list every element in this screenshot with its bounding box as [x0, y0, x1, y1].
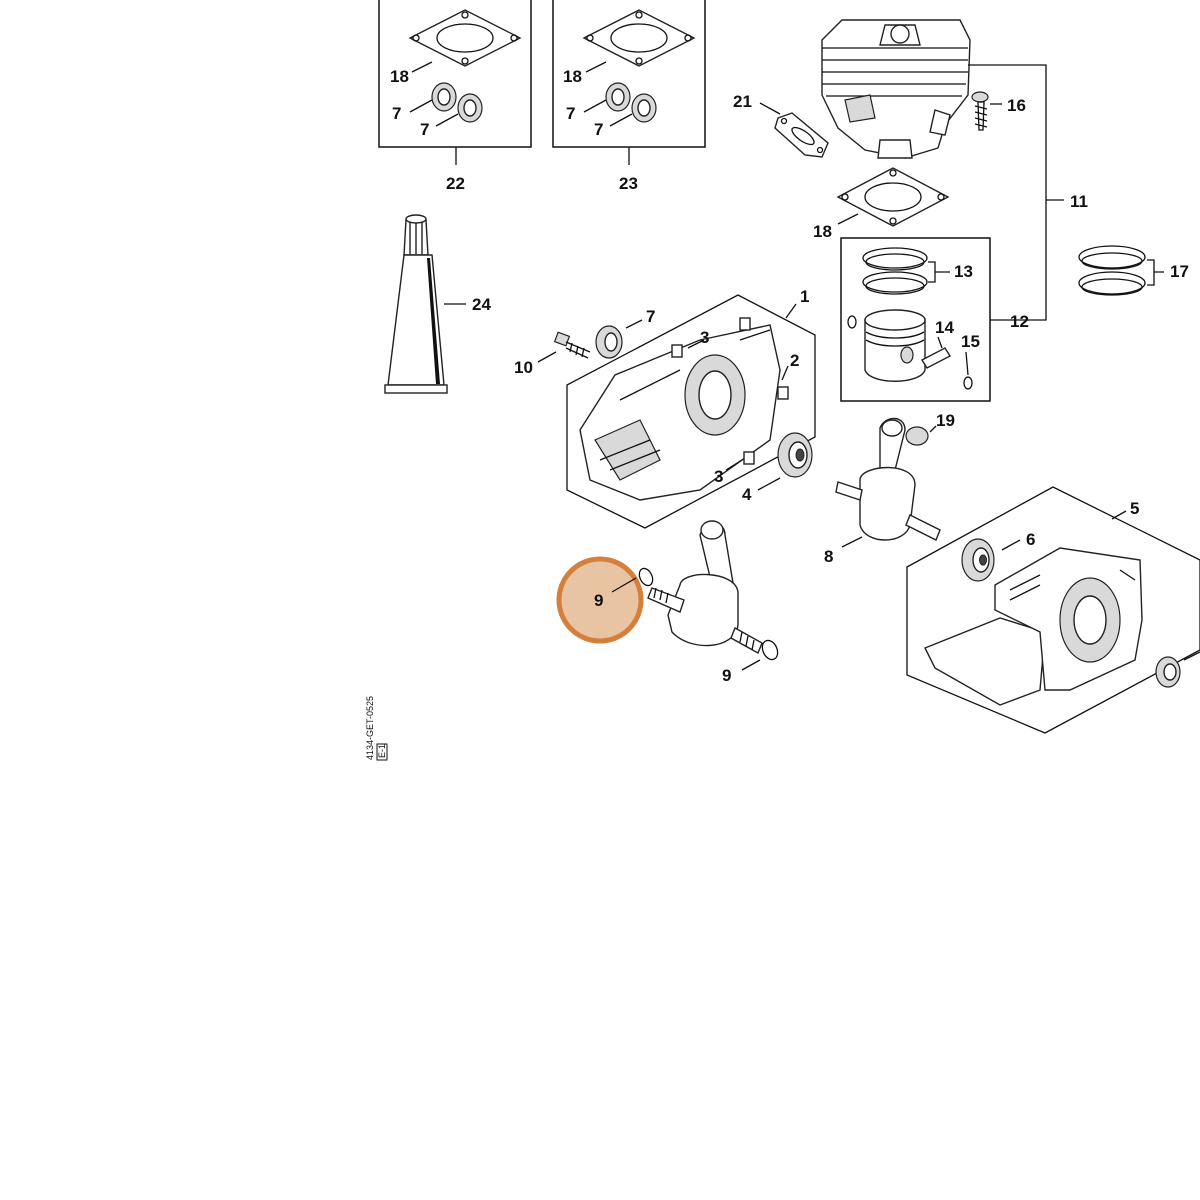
- seal-7-right-edge: [1155, 651, 1200, 688]
- callout-19: 19: [936, 411, 955, 430]
- callout-4: 4: [742, 485, 752, 504]
- callout-15: 15: [961, 332, 980, 351]
- callout-22: 22: [446, 174, 465, 193]
- piston-box-12: [840, 237, 991, 402]
- callout-24: 24: [472, 295, 491, 314]
- retaining-ring-9-lower: [761, 639, 779, 661]
- bearing-6: [961, 538, 1021, 582]
- screw-16: [971, 91, 1002, 131]
- callout-7-kit23-a: 7: [566, 104, 575, 123]
- callout-8: 8: [824, 547, 833, 566]
- kit-box-22: [378, 0, 532, 165]
- piston-14: [864, 319, 926, 382]
- cylinder-assembly: [821, 19, 971, 159]
- seal-7-crankcase: [595, 319, 643, 359]
- callout-21: 21: [733, 92, 752, 111]
- gasket-18-cylinder: [836, 167, 950, 227]
- bearing-4: [757, 432, 813, 491]
- kit-box-23: [552, 0, 706, 165]
- callout-7-kit22-b: 7: [420, 120, 429, 139]
- callout-13: 13: [954, 262, 973, 281]
- callout-6: 6: [1026, 530, 1035, 549]
- gasket-21: [759, 102, 829, 158]
- callout-9-lower: 9: [722, 666, 731, 685]
- callout-11: 11: [1070, 192, 1088, 211]
- callout-10: 10: [514, 358, 533, 377]
- highlighted-callout-9[interactable]: 9: [556, 556, 644, 644]
- callout-18-kit23: 18: [563, 67, 582, 86]
- callout-7-crankcase: 7: [646, 307, 655, 326]
- crankshaft-8: [835, 417, 941, 548]
- callout-5: 5: [1130, 499, 1139, 518]
- sealant-tube-24: [384, 214, 466, 394]
- callout-7-kit22-a: 7: [392, 104, 401, 123]
- document-page: E-1: [377, 744, 387, 758]
- callout-3-upper: 3: [700, 328, 709, 347]
- crankshaft-lower: [638, 520, 779, 671]
- callout-7-kit23-b: 7: [594, 120, 603, 139]
- callout-17: 17: [1170, 262, 1189, 281]
- gasket-18-kit23: [582, 9, 696, 67]
- callout-23: 23: [619, 174, 638, 193]
- crankcase-half-5: [906, 486, 1200, 734]
- crankcase-half-1: [566, 294, 816, 529]
- document-reference: 4134-GET-0525 E-1: [365, 696, 388, 761]
- callout-1: 1: [800, 287, 809, 306]
- callout-16: 16: [1007, 96, 1026, 115]
- screw-10: [537, 331, 591, 363]
- highlighted-callout-9-label: 9: [594, 591, 603, 610]
- callout-12: 12: [1010, 312, 1029, 331]
- callout-18-cylinder: 18: [813, 222, 832, 241]
- piston-rings-17: [1078, 245, 1164, 296]
- callout-3-lower: 3: [714, 467, 723, 486]
- gasket-18-kit22: [408, 9, 522, 67]
- document-id: 4134-GET-0525: [365, 696, 375, 760]
- callout-2: 2: [790, 351, 799, 370]
- callout-18-kit22: 18: [390, 67, 409, 86]
- callout-14: 14: [935, 318, 954, 337]
- retaining-ring-9-upper: [638, 567, 654, 587]
